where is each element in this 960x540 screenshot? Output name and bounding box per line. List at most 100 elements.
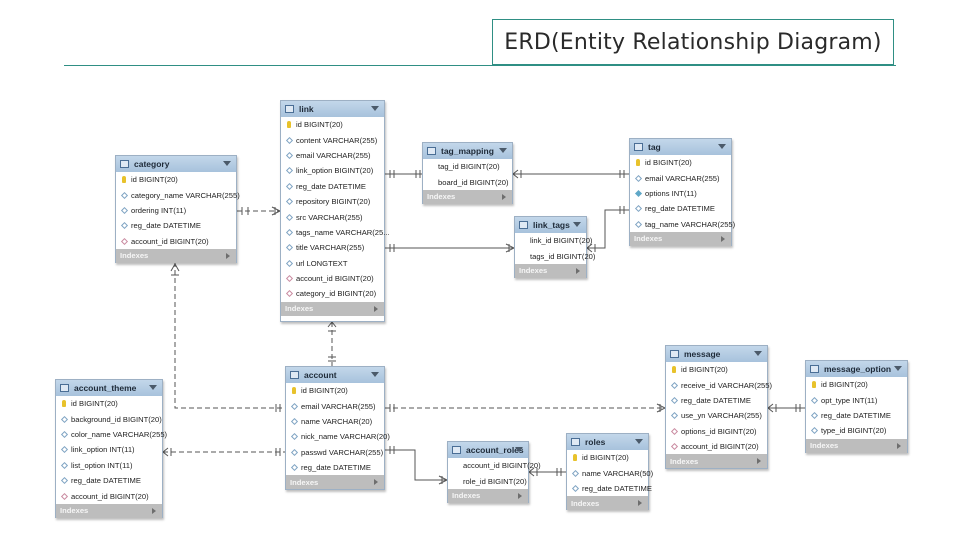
table-account-roles[interactable]: account_roles account_id BIGINT(20)role_… [447, 441, 541, 503]
indexes-footer[interactable]: Indexes [567, 496, 648, 511]
column-row[interactable]: tags_id BIGINT(20) [515, 248, 595, 263]
expand-arrow-icon[interactable] [721, 235, 725, 242]
indexes-footer[interactable]: Indexes [630, 231, 731, 246]
column-row[interactable]: account_id BIGINT(20) [281, 271, 384, 286]
expand-arrow-icon[interactable] [374, 479, 378, 486]
indexes-footer[interactable]: Indexes [448, 488, 528, 503]
column-row[interactable]: account_id BIGINT(20) [448, 458, 541, 473]
table-header[interactable]: tag [630, 139, 731, 155]
table-header[interactable]: roles [567, 434, 648, 450]
indexes-footer[interactable]: Indexes [423, 189, 512, 204]
expand-arrow-icon[interactable] [152, 507, 156, 514]
dropdown-arrow-icon[interactable] [573, 222, 581, 227]
column-row[interactable]: category_name VARCHAR(255) [116, 187, 240, 202]
column-row[interactable]: nick_name VARCHAR(20) [286, 429, 390, 444]
column-row[interactable]: account_id BIGINT(20) [56, 488, 162, 503]
table-tag-mapping[interactable]: tag_mapping tag_id BIGINT(20)board_id BI… [422, 142, 513, 204]
dropdown-arrow-icon[interactable] [371, 106, 379, 111]
expand-arrow-icon[interactable] [897, 442, 901, 449]
dropdown-arrow-icon[interactable] [499, 148, 507, 153]
dropdown-arrow-icon[interactable] [371, 372, 379, 377]
column-row[interactable]: src VARCHAR(255) [281, 209, 384, 224]
column-row[interactable]: use_yn VARCHAR(255) [666, 408, 767, 423]
column-row[interactable]: link_option BIGINT(20) [281, 163, 384, 178]
dropdown-arrow-icon[interactable] [149, 385, 157, 390]
table-header[interactable]: message_option [806, 361, 907, 377]
column-row[interactable]: tag_name VARCHAR(255) [630, 217, 735, 232]
table-link-tags[interactable]: link_tags link_id BIGINT(20)tags_id BIGI… [514, 216, 595, 278]
indexes-footer[interactable]: Indexes [56, 503, 162, 518]
expand-arrow-icon[interactable] [576, 267, 580, 274]
expand-arrow-icon[interactable] [638, 500, 642, 507]
column-row[interactable]: id BIGINT(20) [630, 155, 731, 170]
dropdown-arrow-icon[interactable] [894, 366, 902, 371]
column-row[interactable]: title VARCHAR(255) [281, 240, 384, 255]
table-account[interactable]: account id BIGINT(20)email VARCHAR(255)n… [285, 366, 390, 490]
expand-arrow-icon[interactable] [518, 492, 522, 499]
column-row[interactable]: email VARCHAR(255) [286, 398, 384, 413]
column-row[interactable]: color_name VARCHAR(255) [56, 427, 167, 442]
table-tag[interactable]: tag id BIGINT(20)email VARCHAR(255)optio… [629, 138, 735, 246]
table-header[interactable]: category [116, 156, 236, 172]
column-row[interactable]: passwd VARCHAR(255) [286, 445, 384, 460]
column-row[interactable]: reg_date DATETIME [806, 408, 907, 423]
table-link[interactable]: link id BIGINT(20)content VARCHAR(255)em… [280, 100, 390, 322]
column-row[interactable]: content VARCHAR(255) [281, 132, 384, 147]
column-row[interactable]: reg_date DATETIME [666, 393, 767, 408]
column-row[interactable]: id BIGINT(20) [286, 383, 384, 398]
column-row[interactable]: receive_id VARCHAR(255) [666, 377, 772, 392]
column-row[interactable]: account_id BIGINT(20) [116, 234, 236, 249]
column-row[interactable]: list_option INT(11) [56, 458, 162, 473]
column-row[interactable]: name VARCHAR(20) [286, 414, 384, 429]
column-row[interactable]: link_option INT(11) [56, 442, 162, 457]
column-row[interactable]: id BIGINT(20) [281, 117, 384, 132]
column-row[interactable]: reg_date DATETIME [116, 218, 236, 233]
table-header[interactable]: link_tags [515, 217, 586, 233]
column-row[interactable]: id BIGINT(20) [116, 172, 236, 187]
indexes-footer[interactable]: Indexes [286, 475, 384, 490]
column-row[interactable]: reg_date DATETIME [630, 201, 731, 216]
column-row[interactable]: board_id BIGINT(20) [423, 174, 512, 189]
expand-arrow-icon[interactable] [757, 458, 761, 465]
table-account-theme[interactable]: account_theme id BIGINT(20)background_id… [55, 379, 167, 518]
expand-arrow-icon[interactable] [374, 305, 378, 312]
table-header[interactable]: message [666, 346, 767, 362]
indexes-footer[interactable]: Indexes [515, 263, 586, 278]
column-row[interactable]: type_id BIGINT(20) [806, 423, 907, 438]
column-row[interactable]: background_id BIGINT(20) [56, 411, 162, 426]
expand-arrow-icon[interactable] [226, 252, 230, 259]
indexes-footer[interactable]: Indexes [116, 248, 236, 263]
column-row[interactable]: reg_date DATETIME [56, 473, 162, 488]
column-row[interactable]: email VARCHAR(255) [630, 170, 731, 185]
column-row[interactable]: link_id BIGINT(20) [515, 233, 592, 248]
indexes-footer[interactable]: Indexes [806, 438, 907, 453]
column-row[interactable]: tag_id BIGINT(20) [423, 159, 512, 174]
column-row[interactable]: account_id BIGINT(20) [666, 439, 767, 454]
table-header[interactable]: account_roles [448, 442, 528, 458]
column-row[interactable]: category_id BIGINT(20) [281, 286, 384, 301]
dropdown-arrow-icon[interactable] [718, 144, 726, 149]
column-row[interactable]: reg_date DATETIME [286, 460, 384, 475]
expand-arrow-icon[interactable] [502, 193, 506, 200]
indexes-footer[interactable]: Indexes [666, 454, 767, 469]
dropdown-arrow-icon[interactable] [754, 351, 762, 356]
column-row[interactable]: reg_date DATETIME [281, 179, 384, 194]
column-row[interactable]: id BIGINT(20) [567, 450, 648, 465]
column-row[interactable]: id BIGINT(20) [56, 396, 162, 411]
column-row[interactable]: tags_name VARCHAR(25... [281, 225, 390, 240]
column-row[interactable]: ordering INT(11) [116, 203, 236, 218]
table-header[interactable]: link [281, 101, 384, 117]
column-row[interactable]: url LONGTEXT [281, 256, 384, 271]
table-header[interactable]: account_theme [56, 380, 162, 396]
dropdown-arrow-icon[interactable] [515, 447, 523, 452]
table-category[interactable]: category id BIGINT(20)category_name VARC… [115, 155, 240, 263]
column-row[interactable]: role_id BIGINT(20) [448, 473, 528, 488]
table-message[interactable]: message id BIGINT(20)receive_id VARCHAR(… [665, 345, 772, 469]
table-roles[interactable]: roles id BIGINT(20)name VARCHAR(50)reg_d… [566, 433, 653, 511]
table-message-option[interactable]: message_option id BIGINT(20)opt_type INT… [805, 360, 908, 453]
column-row[interactable]: options INT(11) [630, 186, 731, 201]
column-row[interactable]: reg_date DATETIME [567, 481, 652, 496]
table-header[interactable]: account [286, 367, 384, 383]
column-row[interactable]: opt_type INT(11) [806, 392, 907, 407]
column-row[interactable]: name VARCHAR(50) [567, 465, 653, 480]
